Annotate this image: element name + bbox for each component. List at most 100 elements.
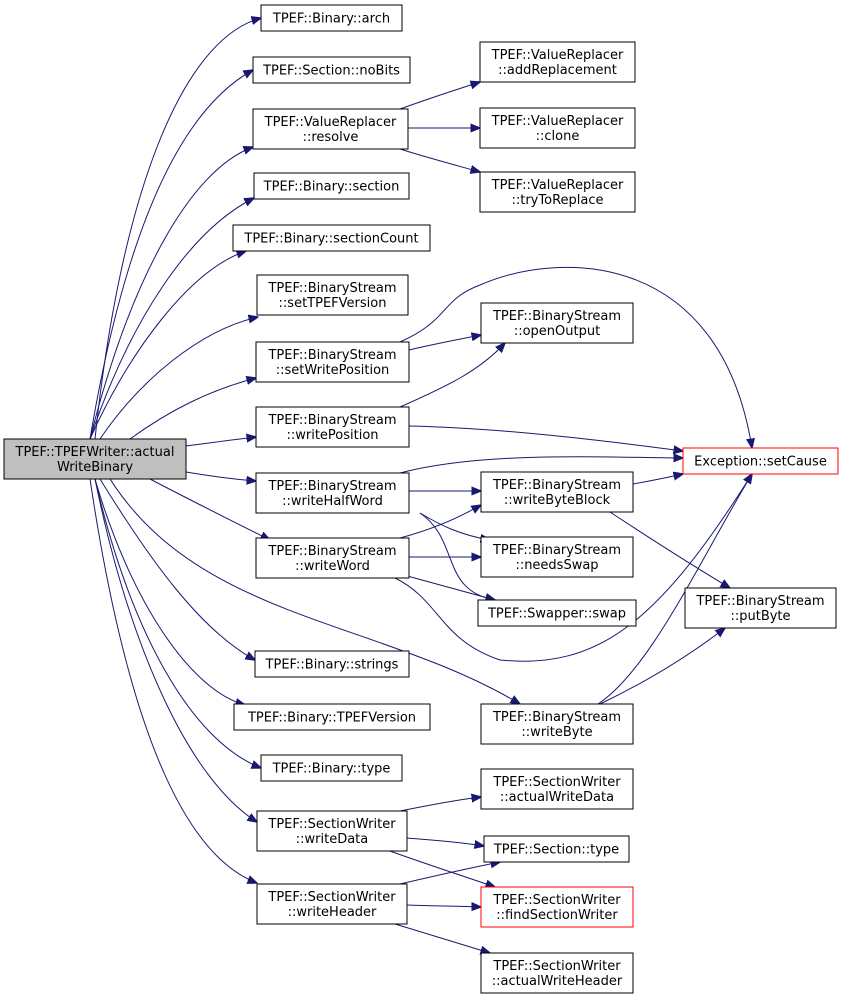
node-box: [256, 274, 409, 316]
node-label: TPEF::Swapper::swap: [487, 607, 626, 622]
node-label: TPEF::Binary::TPEFVersion: [247, 711, 416, 726]
node-bs-writebyte[interactable]: TPEF::BinaryStream::writeByte: [480, 703, 634, 745]
node-sw-actualwriteheader[interactable]: TPEF::SectionWriter::actualWriteHeader: [480, 952, 634, 994]
node-vr-resolve[interactable]: TPEF::ValueReplacer::resolve: [252, 108, 409, 150]
node-box: [480, 768, 634, 810]
node-label: ::writeByte: [521, 725, 592, 740]
node-box: [479, 107, 636, 149]
node-section-type[interactable]: TPEF::Section::type: [483, 835, 630, 863]
node-exception-setcause[interactable]: Exception::setCause: [682, 447, 839, 475]
edge-bs-writebyte-to-exception-setcause: [597, 474, 752, 705]
node-bs-setwriteposition[interactable]: TPEF::BinaryStream::setWritePosition: [255, 341, 410, 383]
node-box: [232, 224, 431, 252]
edge-root-to-bs-writeword: [149, 478, 270, 540]
node-box: [480, 952, 634, 994]
node-label: TPEF::SectionWriter: [267, 890, 396, 905]
node-label: TPEF::Binary::sectionCount: [243, 232, 418, 247]
node-swapper-swap[interactable]: TPEF::Swapper::swap: [477, 599, 637, 627]
node-vr-clone[interactable]: TPEF::ValueReplacer::clone: [479, 107, 636, 149]
node-binary-type[interactable]: TPEF::Binary::type: [260, 754, 403, 782]
node-bs-openoutput[interactable]: TPEF::BinaryStream::openOutput: [480, 302, 634, 344]
node-vr-trytoreplace[interactable]: TPEF::ValueReplacer::tryToReplace: [479, 171, 636, 213]
node-bs-settpefversion[interactable]: TPEF::BinaryStream::setTPEFVersion: [256, 274, 409, 316]
node-box: [260, 754, 403, 782]
node-bs-writeposition[interactable]: TPEF::BinaryStream::writePosition: [255, 406, 410, 448]
node-bs-writeword[interactable]: TPEF::BinaryStream::writeWord: [255, 537, 410, 579]
node-label: TPEF::BinaryStream: [267, 544, 396, 559]
edge-root-to-binary-sectioncount: [89, 251, 246, 440]
node-label: TPEF::BinaryStream: [267, 479, 396, 494]
node-box: [253, 172, 410, 200]
edge-bs-writebyteblock-to-bs-putbyte: [609, 511, 730, 588]
node-box: [682, 447, 839, 475]
node-binary-strings[interactable]: TPEF::Binary::strings: [254, 650, 410, 678]
node-label: TPEF::SectionWriter: [492, 959, 621, 974]
node-box: [479, 41, 636, 83]
edge-bs-writehalfword-to-bs-needsswap: [419, 512, 490, 540]
node-box: [480, 536, 634, 578]
node-label: TPEF::ValueReplacer: [491, 178, 624, 193]
node-label: Exception::setCause: [694, 455, 827, 470]
edge-root-to-bs-settpefversion: [99, 317, 258, 440]
node-label: ::setWritePosition: [276, 363, 390, 378]
node-label: TPEF::ValueReplacer: [491, 114, 624, 129]
edge-root-to-section-nobits: [89, 70, 253, 440]
node-label: TPEF::BinaryStream: [267, 281, 396, 296]
edge-sw-writedata-to-sw-actualwritedata: [399, 797, 481, 812]
edge-root-to-vr-resolve: [89, 147, 253, 440]
node-box: [255, 472, 410, 514]
node-label: TPEF::BinaryStream: [492, 710, 621, 725]
edge-bs-writeword-to-exception-setcause: [394, 474, 752, 662]
node-label: TPEF::Binary::strings: [265, 658, 399, 673]
edge-root-to-bs-writehalfword: [185, 471, 256, 481]
edge-vr-resolve-to-vr-addreplacement: [399, 82, 480, 110]
node-box: [252, 56, 411, 84]
node-bs-writehalfword[interactable]: TPEF::BinaryStream::writeHalfWord: [255, 472, 410, 514]
node-label: ::needsSwap: [515, 558, 598, 573]
edge-sw-writeheader-to-section-type: [399, 862, 500, 885]
edge-bs-writeword-to-bs-writebyteblock: [399, 505, 481, 539]
node-label: ::writeHeader: [288, 905, 377, 920]
node-binary-arch[interactable]: TPEF::Binary::arch: [260, 4, 403, 32]
node-section-nobits[interactable]: TPEF::Section::noBits: [252, 56, 411, 84]
node-bs-writebyteblock[interactable]: TPEF::BinaryStream::writeByteBlock: [480, 471, 634, 513]
node-label: TPEF::TPEFWriter::actual: [15, 445, 175, 460]
node-bs-needsswap[interactable]: TPEF::BinaryStream::needsSwap: [480, 536, 634, 578]
node-label: TPEF::BinaryStream: [267, 413, 396, 428]
node-binary-sectioncount[interactable]: TPEF::Binary::sectionCount: [232, 224, 431, 252]
node-sw-findsectionwriter[interactable]: TPEF::SectionWriter::findSectionWriter: [480, 886, 634, 928]
node-box: [255, 341, 410, 383]
node-label: ::tryToReplace: [511, 193, 603, 208]
node-box: [256, 883, 408, 925]
node-sw-writedata[interactable]: TPEF::SectionWriter::writeData: [256, 810, 408, 852]
node-label: TPEF::Binary::type: [272, 762, 391, 777]
node-label: ::resolve: [303, 130, 359, 145]
edge-root-to-sw-writedata: [94, 478, 257, 822]
node-label: ::setTPEFVersion: [279, 296, 387, 311]
node-sw-actualwritedata[interactable]: TPEF::SectionWriter::actualWriteData: [480, 768, 634, 810]
node-box: [252, 108, 409, 150]
node-label: TPEF::ValueReplacer: [491, 48, 624, 63]
node-label: TPEF::Section::noBits: [262, 64, 400, 79]
edge-sw-writedata-to-sw-findsectionwriter: [389, 850, 495, 887]
node-binary-tpefversion[interactable]: TPEF::Binary::TPEFVersion: [233, 703, 431, 731]
node-box: [233, 703, 431, 731]
node-box: [255, 537, 410, 579]
node-label: ::putByte: [730, 609, 790, 624]
node-label: ::actualWriteData: [500, 790, 614, 805]
node-binary-section[interactable]: TPEF::Binary::section: [253, 172, 410, 200]
node-label: ::findSectionWriter: [496, 908, 618, 923]
edge-root-to-bs-setwriteposition: [129, 378, 256, 440]
node-box: [3, 438, 187, 480]
node-vr-addreplacement[interactable]: TPEF::ValueReplacer::addReplacement: [479, 41, 636, 83]
node-label: TPEF::BinaryStream: [492, 478, 621, 493]
node-box: [477, 599, 637, 627]
node-box: [480, 471, 634, 513]
edge-root-to-binary-section: [89, 198, 254, 440]
node-bs-putbyte[interactable]: TPEF::BinaryStream::putByte: [684, 587, 837, 629]
node-label: ::addReplacement: [498, 63, 617, 78]
node-sw-writeheader[interactable]: TPEF::SectionWriter::writeHeader: [256, 883, 408, 925]
node-label: TPEF::ValueReplacer: [264, 115, 397, 130]
